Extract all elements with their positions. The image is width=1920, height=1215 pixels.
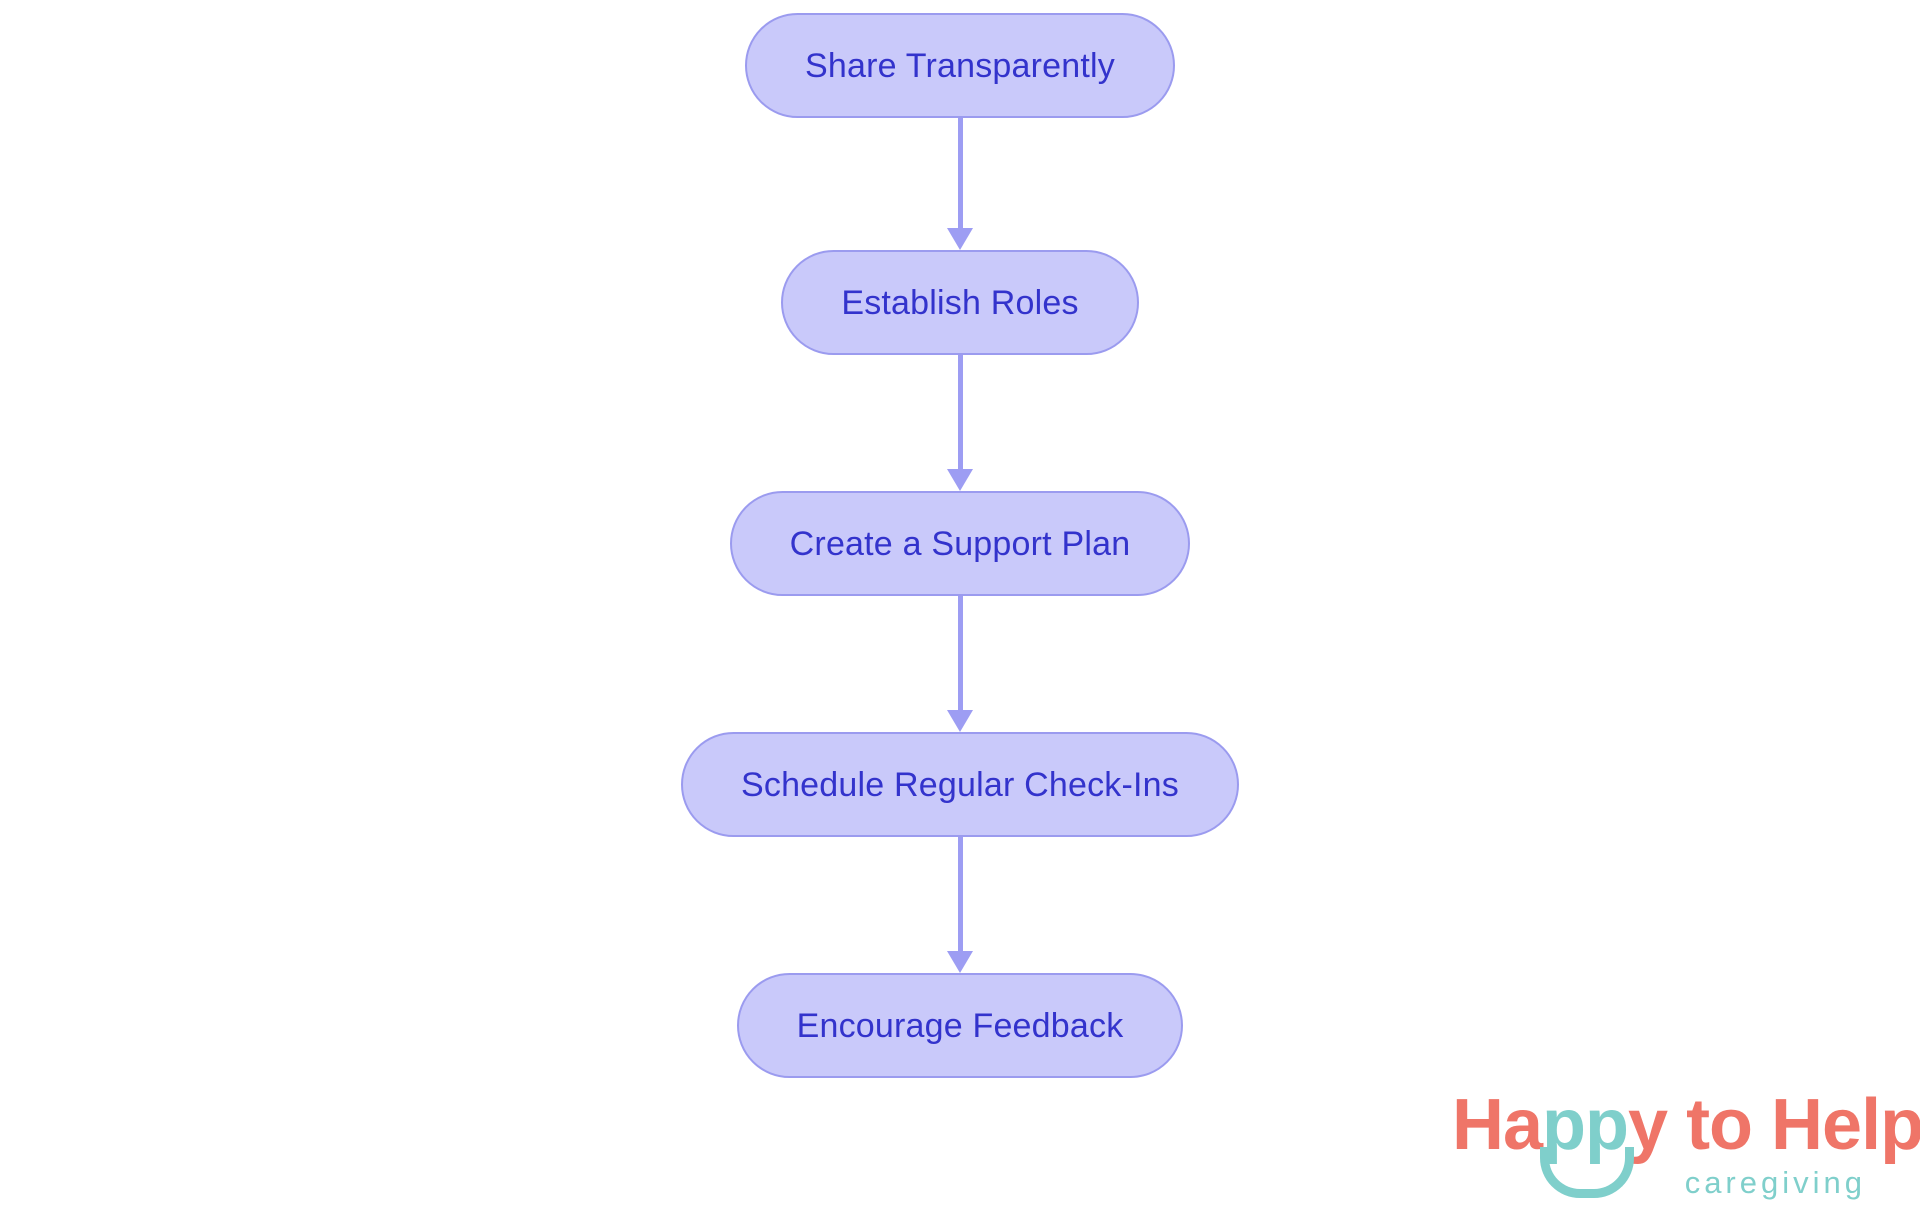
connector-line: [957, 837, 963, 951]
arrowhead-down-icon: [947, 710, 973, 732]
logo-word-part-1: Ha: [1452, 1085, 1543, 1165]
logo-tagline: caregiving: [1684, 1165, 1866, 1200]
connector-line: [957, 355, 963, 469]
logo-word-part-2: y to Help: [1628, 1085, 1920, 1165]
arrowhead-down-icon: [947, 951, 973, 973]
flowchart-connector-4: [947, 837, 973, 973]
node-label: Schedule Regular Check-Ins: [741, 765, 1179, 804]
flowchart-canvas: Share Transparently Establish Roles Crea…: [0, 13, 1920, 1078]
connector-line: [957, 596, 963, 710]
flowchart-connector-1: [947, 118, 973, 250]
flowchart-node-establish-roles[interactable]: Establish Roles: [781, 250, 1139, 355]
flowchart-node-encourage-feedback[interactable]: Encourage Feedback: [736, 973, 1184, 1078]
node-label: Encourage Feedback: [796, 1006, 1124, 1045]
logo-wordmark: Happy to Help: [1452, 1089, 1920, 1161]
flowchart-node-chain: Share Transparently Establish Roles Crea…: [0, 13, 1920, 1078]
node-label: Create a Support Plan: [789, 524, 1131, 563]
arrowhead-down-icon: [947, 228, 973, 250]
smile-icon: [1540, 1147, 1634, 1198]
node-label: Establish Roles: [841, 283, 1079, 322]
flowchart-node-share-transparently[interactable]: Share Transparently: [745, 13, 1175, 118]
node-label: Share Transparently: [805, 46, 1115, 85]
flowchart-connector-3: [947, 596, 973, 732]
flowchart-node-create-a-support-plan[interactable]: Create a Support Plan: [729, 491, 1191, 596]
connector-line: [957, 118, 963, 228]
flowchart-connector-2: [947, 355, 973, 491]
brand-logo: Happy to Help caregiving: [1452, 1089, 1920, 1209]
flowchart-node-schedule-regular-check-ins[interactable]: Schedule Regular Check-Ins: [681, 732, 1239, 837]
arrowhead-down-icon: [947, 469, 973, 491]
